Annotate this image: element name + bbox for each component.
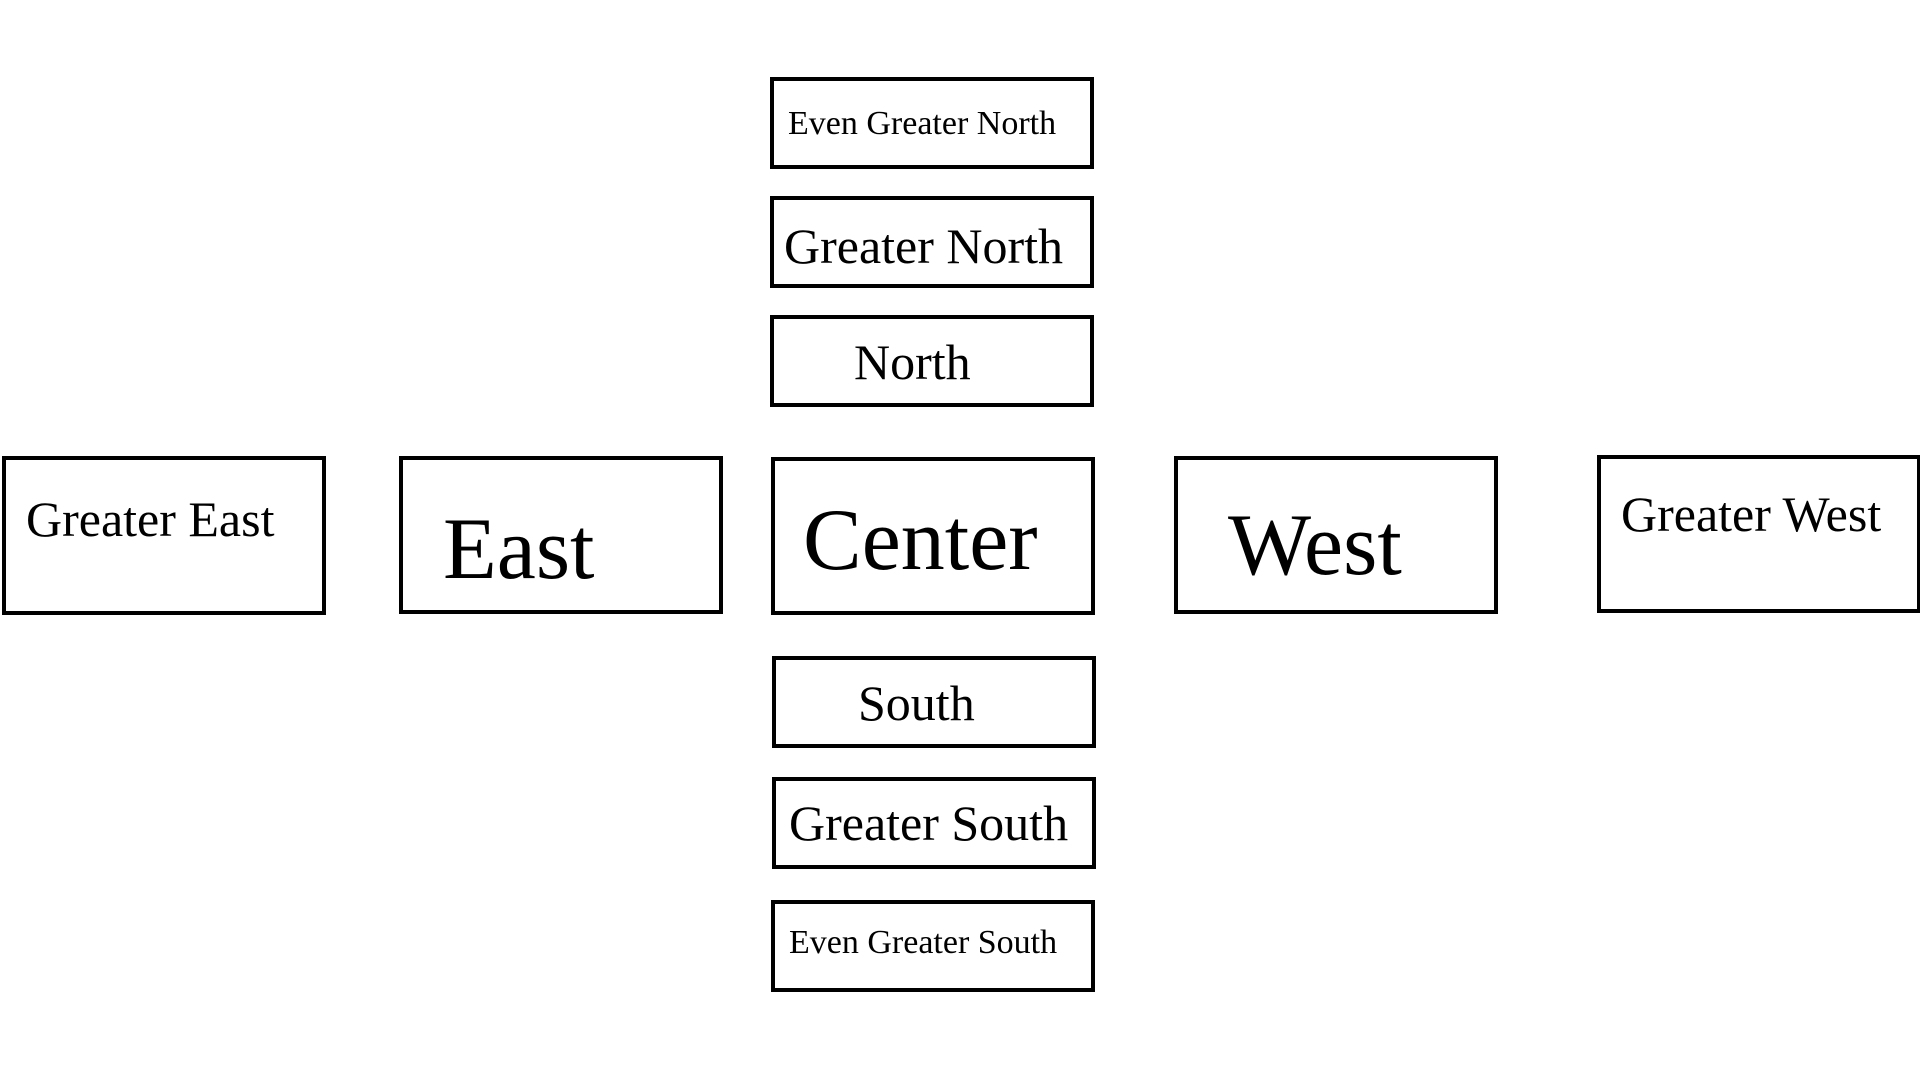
box-north-label: North — [854, 334, 971, 390]
box-center: Center — [771, 457, 1095, 615]
box-greater-south-label: Greater South — [789, 795, 1069, 851]
box-greater-west-label: Greater West — [1621, 486, 1882, 542]
box-east-label: East — [443, 501, 595, 598]
box-greater-north: Greater North — [770, 196, 1094, 288]
box-even-greater-south: Even Greater South — [771, 900, 1095, 992]
box-west-label: West — [1228, 497, 1402, 594]
box-even-greater-south-label: Even Greater South — [789, 924, 1058, 961]
box-greater-east: Greater East — [2, 456, 326, 615]
box-greater-west: Greater West — [1597, 455, 1920, 613]
box-center-label: Center — [803, 492, 1038, 589]
box-south-label: South — [858, 675, 975, 731]
box-greater-south: Greater South — [772, 777, 1096, 869]
box-south: South — [772, 656, 1096, 748]
box-north: North — [770, 315, 1094, 407]
box-east: East — [399, 456, 723, 614]
box-even-greater-north-label: Even Greater North — [788, 105, 1057, 142]
box-west: West — [1174, 456, 1498, 614]
box-greater-east-label: Greater East — [26, 491, 275, 547]
box-even-greater-north: Even Greater North — [770, 77, 1094, 169]
box-greater-north-label: Greater North — [784, 218, 1064, 274]
